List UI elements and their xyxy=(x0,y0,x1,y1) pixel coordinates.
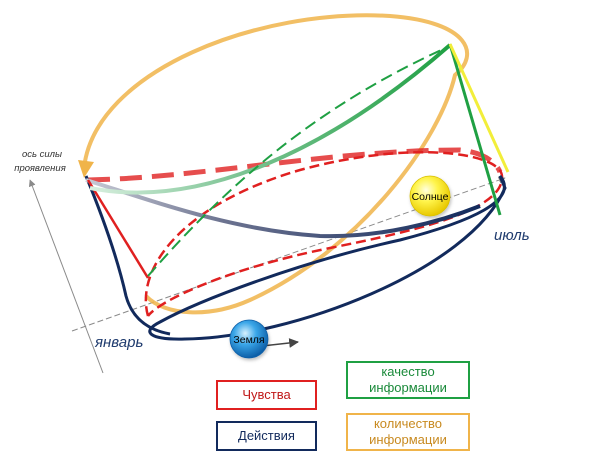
earth-label: Земля xyxy=(233,334,264,346)
actions-descent xyxy=(84,175,171,336)
sun xyxy=(409,175,451,217)
legend-info-quantity: количество информации xyxy=(346,413,470,451)
legend-actions-label: Действия xyxy=(238,428,295,443)
feelings-orbit xyxy=(144,150,504,317)
axis-label-line2: проявления xyxy=(14,163,66,174)
legend-feelings-label: Чувства xyxy=(242,387,291,402)
sun-label: Солнце xyxy=(412,191,449,203)
legend-info-quality-line2: информации xyxy=(369,380,447,395)
legend-info-quantity-line2: информации xyxy=(369,432,447,447)
january-label: январь xyxy=(94,334,143,351)
feelings-line xyxy=(86,179,150,279)
earth xyxy=(229,319,269,359)
feelings-upper-arc xyxy=(87,147,503,183)
earth-direction-arrow xyxy=(261,338,299,348)
info-quantity-line xyxy=(448,43,510,173)
actions-orbit xyxy=(148,175,507,341)
info-quality-dashed-arc xyxy=(147,45,451,277)
strength-axis xyxy=(28,179,104,374)
legend-info-quantity-line1: количество xyxy=(373,416,443,431)
actions-arc xyxy=(85,178,481,239)
info-quality-arc xyxy=(89,43,452,195)
info-quality-line xyxy=(448,43,502,216)
legend-feelings: Чувства xyxy=(216,380,317,410)
july-label: июль xyxy=(494,227,530,244)
legend-info-quality: качество информации xyxy=(346,361,470,399)
legend-info-quality-line1: качество xyxy=(381,364,435,379)
info-quantity-arrowhead xyxy=(78,160,94,178)
legend-actions: Действия xyxy=(216,421,317,451)
axis-label-line1: ось силы xyxy=(22,149,62,160)
